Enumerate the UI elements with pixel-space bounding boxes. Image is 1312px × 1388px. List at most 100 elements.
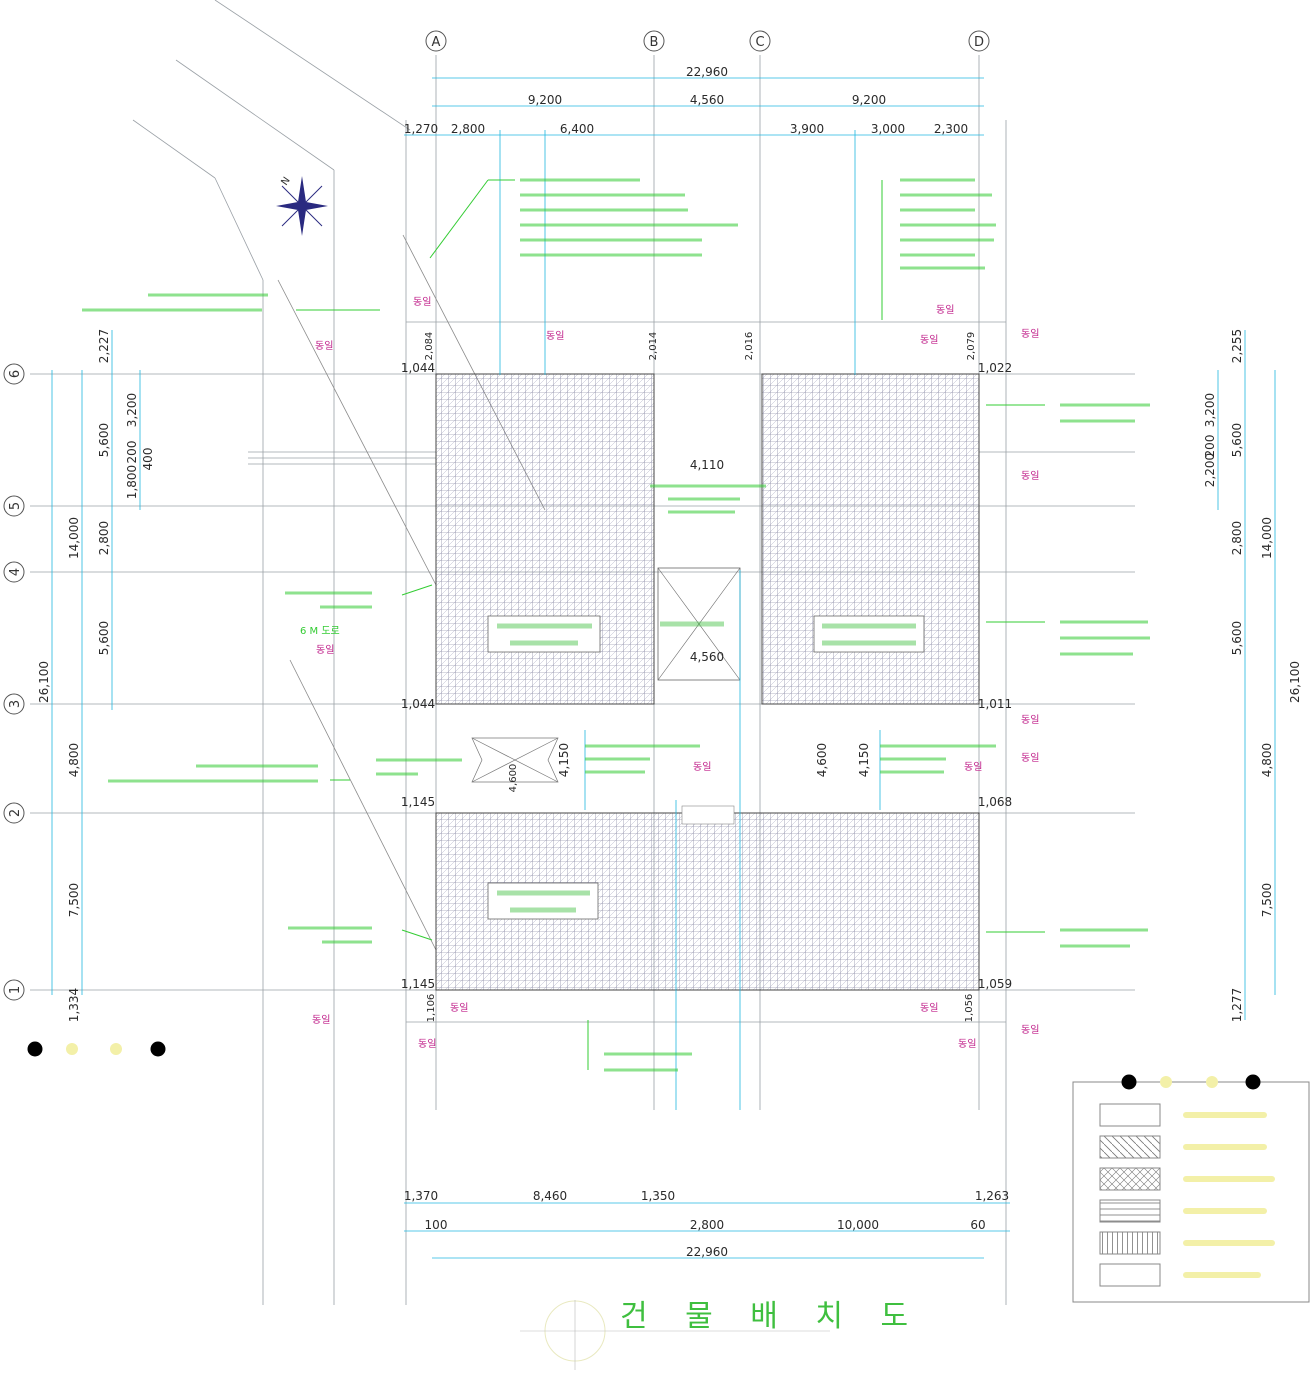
dim-4600-right: 4,600 bbox=[815, 743, 829, 777]
dim-left-detail-4: 200 bbox=[125, 441, 139, 464]
dim-left-detail-6: 2,800 bbox=[97, 521, 111, 555]
dim-4150-right: 4,150 bbox=[857, 743, 871, 777]
grid-label-C: C bbox=[755, 35, 764, 50]
legend-swatch bbox=[1099, 1135, 1161, 1159]
dim-left-upper: 14,000 bbox=[67, 517, 81, 559]
dim-bottom-mid-1: 100 bbox=[425, 1218, 448, 1232]
dim-offset-b: 2,084 bbox=[424, 332, 435, 361]
dim-right-lower-2: 7,500 bbox=[1260, 883, 1274, 917]
level-mark: 동일 bbox=[936, 304, 954, 316]
dim-right-detail-2: 5,600 bbox=[1230, 423, 1244, 457]
dim-top-detail-6: 2,300 bbox=[934, 122, 968, 136]
grid-label-6: 6 bbox=[8, 370, 23, 378]
dim-left-lower-2: 7,500 bbox=[67, 883, 81, 917]
legend-box bbox=[1072, 1074, 1310, 1303]
dim-mid-4560: 4,560 bbox=[690, 650, 724, 664]
dim-offset-e: 2,079 bbox=[966, 332, 977, 361]
title-text: 건 물 배 치 도 bbox=[620, 1299, 922, 1334]
grid-label-A: A bbox=[432, 35, 441, 50]
dim-right-total: 26,100 bbox=[1288, 661, 1302, 703]
dim-right-detail-1: 3,200 bbox=[1203, 393, 1217, 427]
grid-bubble-A bbox=[425, 30, 447, 52]
dim-top-total: 22,960 bbox=[686, 65, 728, 79]
dim-right-lower-1: 4,800 bbox=[1260, 743, 1274, 777]
grid-bubble-D bbox=[968, 30, 990, 52]
legend-swatch bbox=[1099, 1103, 1161, 1127]
dim-top-detail-3: 6,400 bbox=[560, 122, 594, 136]
grid-label-3: 3 bbox=[8, 700, 23, 708]
grid-bubble-B bbox=[643, 30, 665, 52]
corner-mark-3: 1,022 bbox=[978, 361, 1012, 375]
grid-label-4: 4 bbox=[8, 568, 23, 576]
dim-bottom-total: 22,960 bbox=[686, 1245, 728, 1259]
grid-label-D: D bbox=[974, 35, 984, 50]
level-mark: 동일 bbox=[1021, 714, 1039, 726]
dim-top-detail-4: 3,900 bbox=[790, 122, 824, 136]
dim-left-top-offset: 2,227 bbox=[97, 329, 111, 363]
corner-mark-6: 1,145 bbox=[401, 977, 435, 991]
level-mark: 동일 bbox=[312, 1014, 330, 1026]
dim-right-detail-3: 2,200 bbox=[1203, 453, 1217, 487]
dim-offset-bottom-c: 1,056 bbox=[964, 994, 975, 1023]
dim-right-detail-4: 200 bbox=[1203, 435, 1217, 458]
level-mark: 동일 bbox=[413, 296, 431, 308]
grid-bubble-1 bbox=[3, 979, 25, 1001]
dim-top-detail-2: 2,800 bbox=[451, 122, 485, 136]
level-mark: 동일 bbox=[315, 340, 333, 352]
grid-bubble-4 bbox=[3, 561, 25, 583]
dim-offset-c: 2,014 bbox=[648, 332, 659, 361]
building-top-right bbox=[761, 373, 980, 705]
drawing-title: 건 물 배 치 도 bbox=[520, 1299, 922, 1370]
dim-bottom-mid-2: 2,800 bbox=[690, 1218, 724, 1232]
dim-top-mid-3: 9,200 bbox=[852, 93, 886, 107]
grid-label-1: 1 bbox=[8, 986, 23, 994]
corner-mark-5: 1,145 bbox=[401, 795, 435, 809]
dim-offset-d: 2,016 bbox=[744, 332, 755, 361]
dim-top-mid-2: 4,560 bbox=[690, 93, 724, 107]
level-mark: 동일 bbox=[1021, 752, 1039, 764]
level-mark: 동일 bbox=[693, 761, 711, 773]
annotation-text-blocks bbox=[82, 178, 1150, 1072]
legend-swatch bbox=[1099, 1231, 1161, 1255]
dim-bottom-detail-2: 8,460 bbox=[533, 1189, 567, 1203]
dim-left-detail-7: 5,600 bbox=[97, 621, 111, 655]
dim-4150-left: 4,150 bbox=[557, 743, 571, 777]
level-mark: 동일 bbox=[1021, 1024, 1039, 1036]
building-top-left bbox=[435, 373, 655, 705]
dim-left-total: 26,100 bbox=[37, 661, 51, 703]
grid-bubble-2 bbox=[3, 802, 25, 824]
level-mark: 동일 bbox=[958, 1038, 976, 1050]
corner-mark-2: 1,044 bbox=[401, 697, 435, 711]
level-mark: 동일 bbox=[450, 1002, 468, 1014]
dim-left-detail-2: 3,200 bbox=[125, 393, 139, 427]
level-mark: 동일 bbox=[546, 330, 564, 342]
level-mark: 동일 bbox=[920, 334, 938, 346]
road-label: 6 M 도로 bbox=[300, 626, 340, 637]
dim-mid-4110: 4,110 bbox=[690, 458, 724, 472]
dim-right-detail-5: 2,800 bbox=[1230, 521, 1244, 555]
grid-label-2: 2 bbox=[8, 809, 23, 817]
svg-text:N: N bbox=[279, 175, 292, 187]
grid-bubbles bbox=[3, 30, 990, 1001]
dim-top-mid-1: 9,200 bbox=[528, 93, 562, 107]
dimension-lines bbox=[51, 77, 1276, 1259]
level-mark: 동일 bbox=[964, 761, 982, 773]
dim-bottom-detail-3: 1,350 bbox=[641, 1189, 675, 1203]
dim-right-upper: 14,000 bbox=[1260, 517, 1274, 559]
dim-bottom-detail-4: 1,263 bbox=[975, 1189, 1009, 1203]
grid-bubble-5 bbox=[3, 495, 25, 517]
north-arrow-icon: N bbox=[276, 175, 328, 236]
level-marks: 동일 동일 동일 동일 동일 동일 동일 동일 동일 동일 동일 동일 동일 동… bbox=[312, 296, 1039, 1050]
level-mark: 동일 bbox=[920, 1002, 938, 1014]
dim-left-detail-3: 1,800 bbox=[125, 465, 139, 499]
legend-swatch bbox=[1099, 1199, 1161, 1223]
level-mark: 동일 bbox=[316, 644, 334, 656]
annotation-callouts bbox=[296, 179, 1045, 1070]
dim-bottom-mid-4: 60 bbox=[970, 1218, 985, 1232]
level-mark: 동일 bbox=[1021, 328, 1039, 340]
corner-mark-8: 1,059 bbox=[978, 977, 1012, 991]
dim-right-offset: 1,277 bbox=[1230, 988, 1244, 1022]
entrance-symbol bbox=[471, 737, 559, 783]
grid-bubble-3 bbox=[3, 693, 25, 715]
